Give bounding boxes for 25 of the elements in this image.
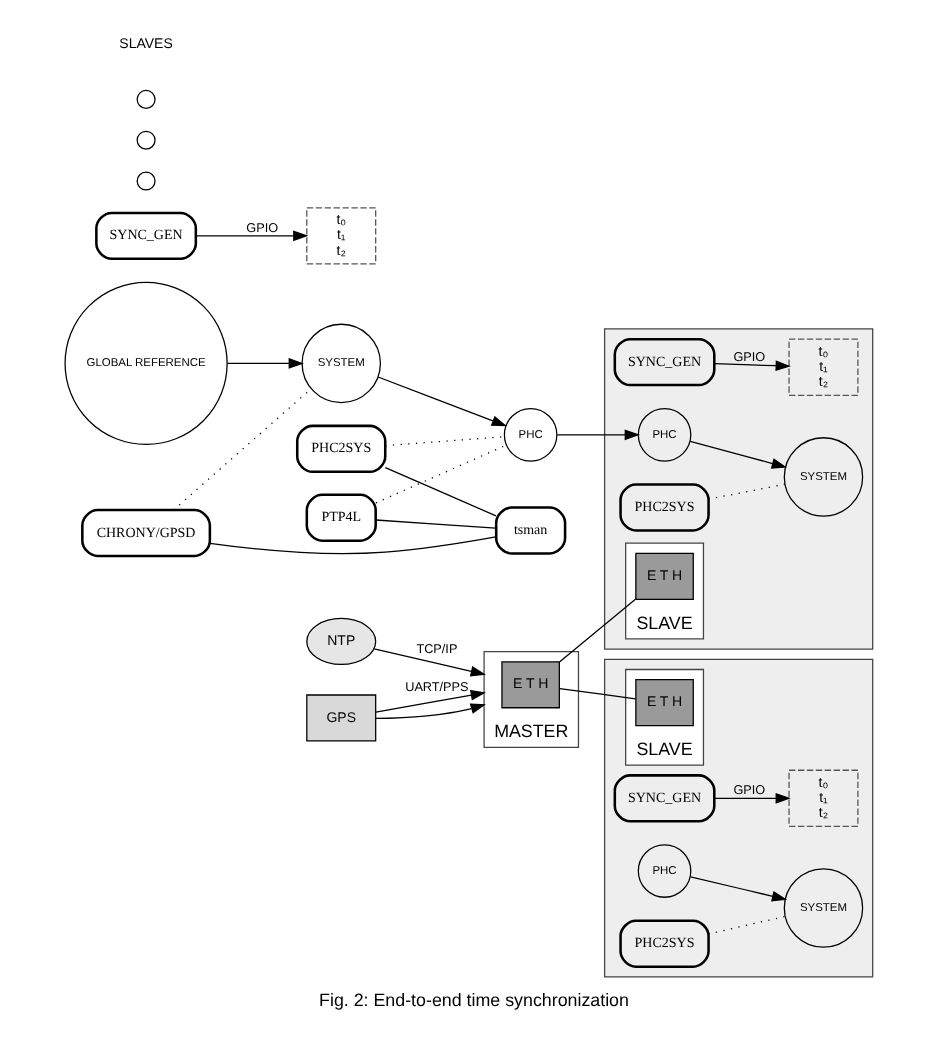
node-circle <box>136 89 156 109</box>
arrow <box>377 376 507 427</box>
connector <box>707 483 786 500</box>
connector <box>559 598 637 663</box>
arrow <box>195 230 309 242</box>
connector <box>559 687 637 700</box>
arrow <box>226 358 304 369</box>
arrow <box>689 876 788 902</box>
arrow <box>689 440 787 469</box>
connector <box>384 466 497 517</box>
cluster <box>603 328 874 650</box>
arrow <box>375 703 486 720</box>
node-circle <box>136 130 156 150</box>
arrow <box>556 429 640 441</box>
arrow <box>713 792 791 804</box>
node-circle <box>136 171 156 191</box>
connector <box>209 536 497 555</box>
connector <box>173 387 313 511</box>
connector <box>707 915 786 935</box>
cluster <box>603 658 874 978</box>
arrow <box>373 648 486 677</box>
connector <box>375 519 497 529</box>
arrow <box>375 689 486 713</box>
caption: Fig. 2: End-to-end time synchronization <box>319 990 629 1011</box>
arrow <box>713 360 791 372</box>
